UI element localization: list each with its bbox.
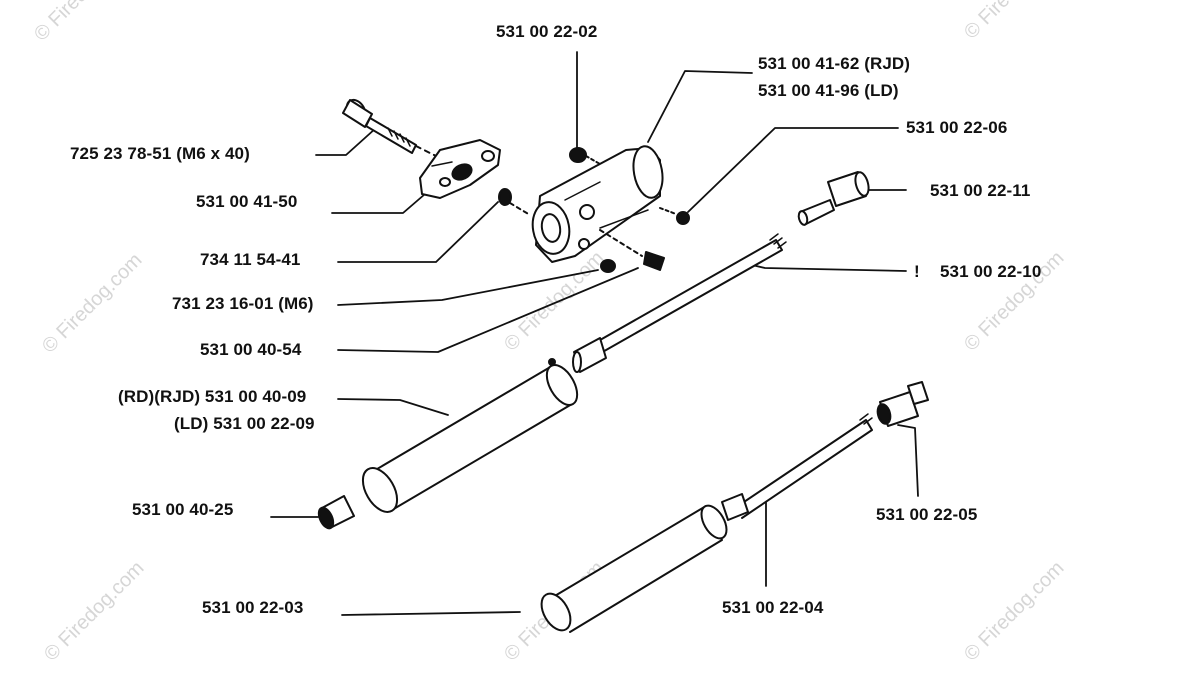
bushing: [317, 495, 355, 530]
bolt: [342, 98, 437, 157]
part-label-731-23-16-01: 731 23 16-01 (M6): [172, 294, 314, 313]
lower-shaft: [721, 413, 873, 521]
part-label-531-00-22-11: 531 00 22-11: [930, 181, 1031, 200]
coupling: [876, 381, 929, 427]
part-label-725-23-78-51: 725 23 78-51 (M6 x 40): [70, 144, 250, 163]
part-label-531-00-22-10-mark: !: [914, 262, 920, 281]
screw: [643, 251, 665, 271]
part-label-531-00-22-03: 531 00 22-03: [202, 598, 304, 617]
part-label-531-00-22-10: 531 00 22-10: [940, 262, 1042, 281]
nut: [600, 259, 616, 273]
part-label-531-00-22-02: 531 00 22-02: [496, 22, 598, 41]
part-label-531-00-22-04: 531 00 22-04: [722, 598, 824, 617]
sleeve: [797, 171, 870, 226]
part-label-531-00-41-62: 531 00 41-62 (RJD): [758, 54, 911, 73]
upper-tube: [361, 358, 579, 513]
washer: [498, 188, 512, 206]
nut: [676, 211, 690, 225]
nut: [569, 147, 587, 163]
mounting-plate: [419, 139, 501, 199]
part-label-734-11-54-41: 734 11 54-41: [200, 250, 301, 269]
lower-tube: [540, 504, 728, 633]
part-label-531-00-22-06: 531 00 22-06: [906, 118, 1008, 137]
part-label-531-00-41-96: 531 00 41-96 (LD): [758, 81, 899, 100]
clamp-housing: [531, 145, 664, 263]
part-label-531-00-41-50: 531 00 41-50: [196, 192, 298, 211]
part-label-531-00-40-09: (RD)(RJD) 531 00 40-09: [118, 387, 307, 406]
part-label-531-00-22-05: 531 00 22-05: [876, 505, 978, 524]
part-label-531-00-40-25: 531 00 40-25: [132, 500, 234, 519]
leader-lines: [270, 51, 919, 616]
part-label-531-00-40-54: 531 00 40-54: [200, 340, 302, 359]
drive-shaft: [572, 233, 787, 373]
part-label-531-00-22-09: (LD) 531 00 22-09: [174, 414, 315, 433]
